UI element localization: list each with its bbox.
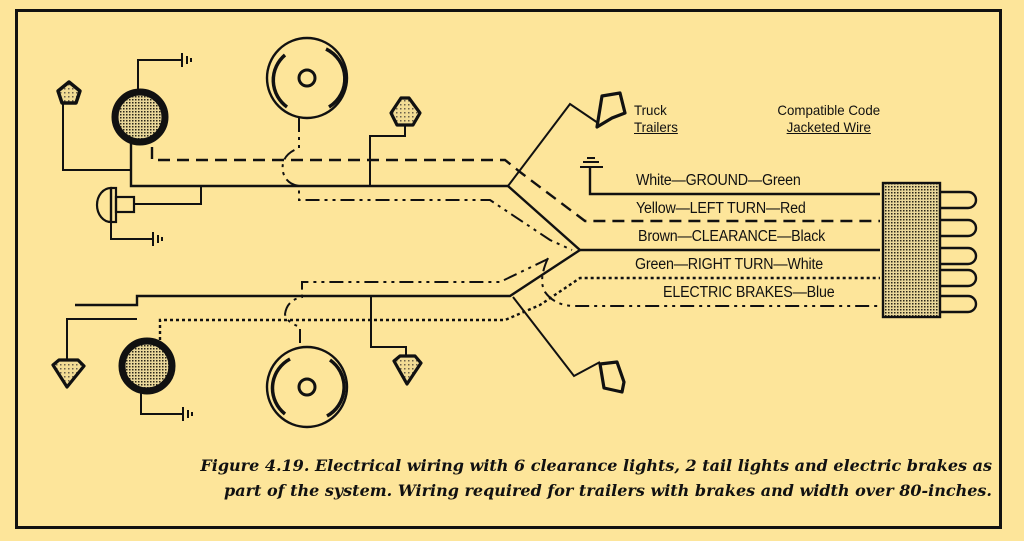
- truck-clearance-light-icon: [512, 296, 626, 394]
- trailers-label: Trailers: [634, 119, 678, 135]
- truck-label: Truck: [634, 102, 667, 118]
- wire-label-clearance: Brown—CLEARANCE—Black: [638, 228, 826, 245]
- caption-line-1: Figure 4.19. Electrical wiring with 6 cl…: [200, 456, 992, 475]
- wire-electric-brakes: [541, 257, 880, 307]
- wire-left-turn: [150, 147, 880, 223]
- wire-label-ground: White—GROUND—Green: [636, 172, 801, 189]
- wire-label-left-turn: Yellow—LEFT TURN—Red: [636, 200, 806, 217]
- jacketed-wire-header: Compatible Code Jacketed Wire: [767, 102, 891, 136]
- compatible-code-label: Compatible Code: [777, 102, 881, 118]
- ground-icon: [137, 53, 192, 90]
- clearance-light-icon: [370, 296, 423, 386]
- caption-line-2: part of the system. Wiring required for …: [224, 481, 992, 500]
- connector-plug-icon: [881, 181, 978, 319]
- ground-wire: [580, 157, 880, 196]
- side-marker-light-icon: [95, 186, 202, 246]
- truck-trailers-header: Truck Trailers: [634, 102, 678, 136]
- electric-brake-bottom-icon: [265, 345, 349, 429]
- clearance-light-icon: [56, 80, 131, 171]
- figure-caption: Figure 4.19. Electrical wiring with 6 cl…: [120, 453, 992, 503]
- wire-label-right-turn: Green—RIGHT TURN—White: [635, 256, 823, 273]
- jacketed-wire-label: Jacketed Wire: [786, 119, 871, 135]
- wire-label-electric-brakes: ELECTRIC BRAKES—Blue: [663, 284, 835, 301]
- figure-frame: [15, 9, 1002, 529]
- wire-right-turn: [158, 276, 880, 340]
- wire-electric-brakes-top: [281, 118, 573, 251]
- electric-brake-top-icon: [265, 36, 349, 120]
- wire-clearance-top: [129, 143, 508, 188]
- wire-electric-brakes-bottom: [283, 257, 551, 343]
- wire-clearance-bottom: [75, 248, 581, 307]
- truck-clearance-light-icon: [507, 91, 627, 187]
- clearance-light-icon: [51, 318, 137, 389]
- tail-light-bottom-icon: [118, 337, 193, 421]
- tail-light-top-icon: [111, 88, 169, 146]
- clearance-light-icon: [369, 96, 422, 186]
